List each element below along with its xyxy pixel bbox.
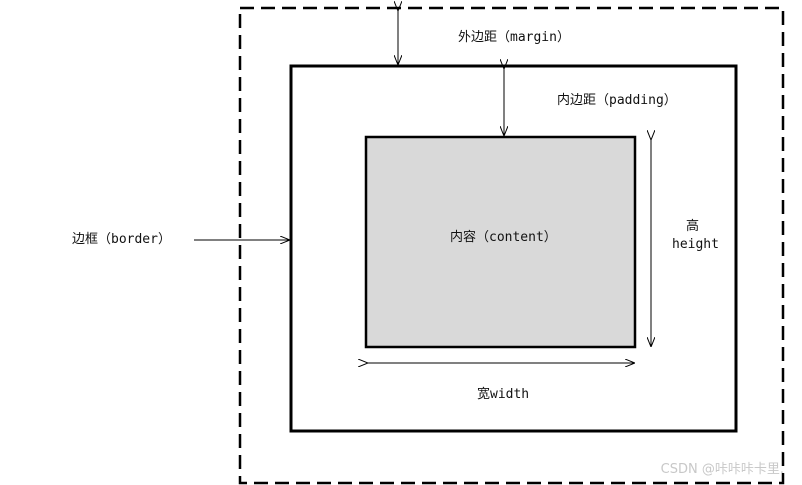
watermark-text: CSDN @咔咔咔卡里. xyxy=(660,462,784,477)
content-box xyxy=(364,135,637,349)
height-label-cn: 高 xyxy=(686,219,700,234)
margin-box xyxy=(238,6,785,485)
height-label-en: height xyxy=(672,237,719,252)
border-label: 边框（border） xyxy=(72,232,171,247)
width-label: 宽width xyxy=(477,387,530,402)
content-label: 内容（content） xyxy=(450,230,557,245)
padding-label: 内边距（padding） xyxy=(557,93,677,108)
border-box xyxy=(289,64,738,433)
margin-label: 外边距（margin） xyxy=(458,30,570,45)
